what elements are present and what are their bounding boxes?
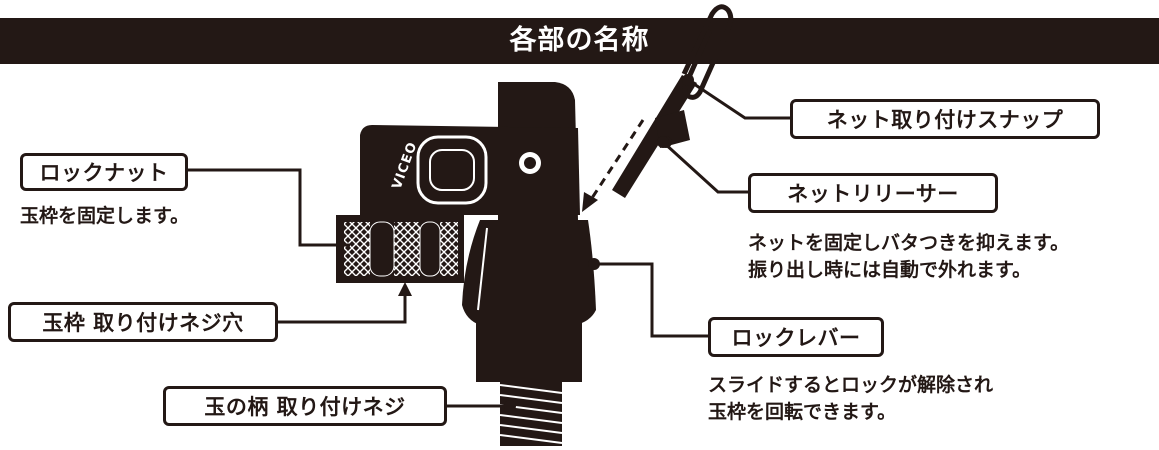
handle-screw bbox=[499, 380, 563, 446]
label-net-snap: ネット取り付けスナップ bbox=[790, 99, 1100, 139]
collar bbox=[476, 322, 582, 382]
desc-lock-nut: 玉枠を固定します。 bbox=[20, 203, 189, 230]
desc-net-releaser: ネットを固定しバタつきを抑えます。 振り出し時には自動で外れます。 bbox=[748, 230, 1069, 284]
desc-lock-lever: スライドするとロックが解除され 玉枠を回転できます。 bbox=[708, 372, 993, 426]
leader-lines bbox=[188, 78, 790, 408]
motion-arrow bbox=[582, 119, 645, 212]
desc-lock-lever-line-1: スライドするとロックが解除され bbox=[708, 374, 994, 396]
screw-hole-arrow bbox=[398, 282, 412, 296]
label-handle-screw: 玉の柄 取り付けネジ bbox=[163, 386, 447, 426]
desc-net-releaser-line-1: ネットを固定しバタつきを抑えます。 bbox=[748, 232, 1070, 254]
lock-lever-sleeve bbox=[462, 220, 596, 325]
desc-lock-nut-line-1: 玉枠を固定します。 bbox=[20, 205, 190, 227]
label-lock-lever: ロックレバー bbox=[708, 317, 884, 357]
desc-lock-lever-line-2: 玉枠を回転できます。 bbox=[708, 401, 897, 423]
label-frame-screw-hole: 玉枠 取り付けネジ穴 bbox=[8, 302, 278, 342]
clamp-body: VICEO bbox=[360, 82, 580, 220]
lock-nut bbox=[336, 215, 464, 283]
net-snap-clip bbox=[681, 4, 734, 100]
page-title: 各部の名称 bbox=[509, 25, 650, 56]
desc-net-releaser-line-2: 振り出し時には自動で外れます。 bbox=[748, 259, 1032, 281]
label-lock-nut: ロックナット bbox=[20, 153, 188, 191]
header-bar bbox=[0, 18, 1159, 64]
label-net-releaser: ネットリリーサー bbox=[748, 173, 998, 213]
